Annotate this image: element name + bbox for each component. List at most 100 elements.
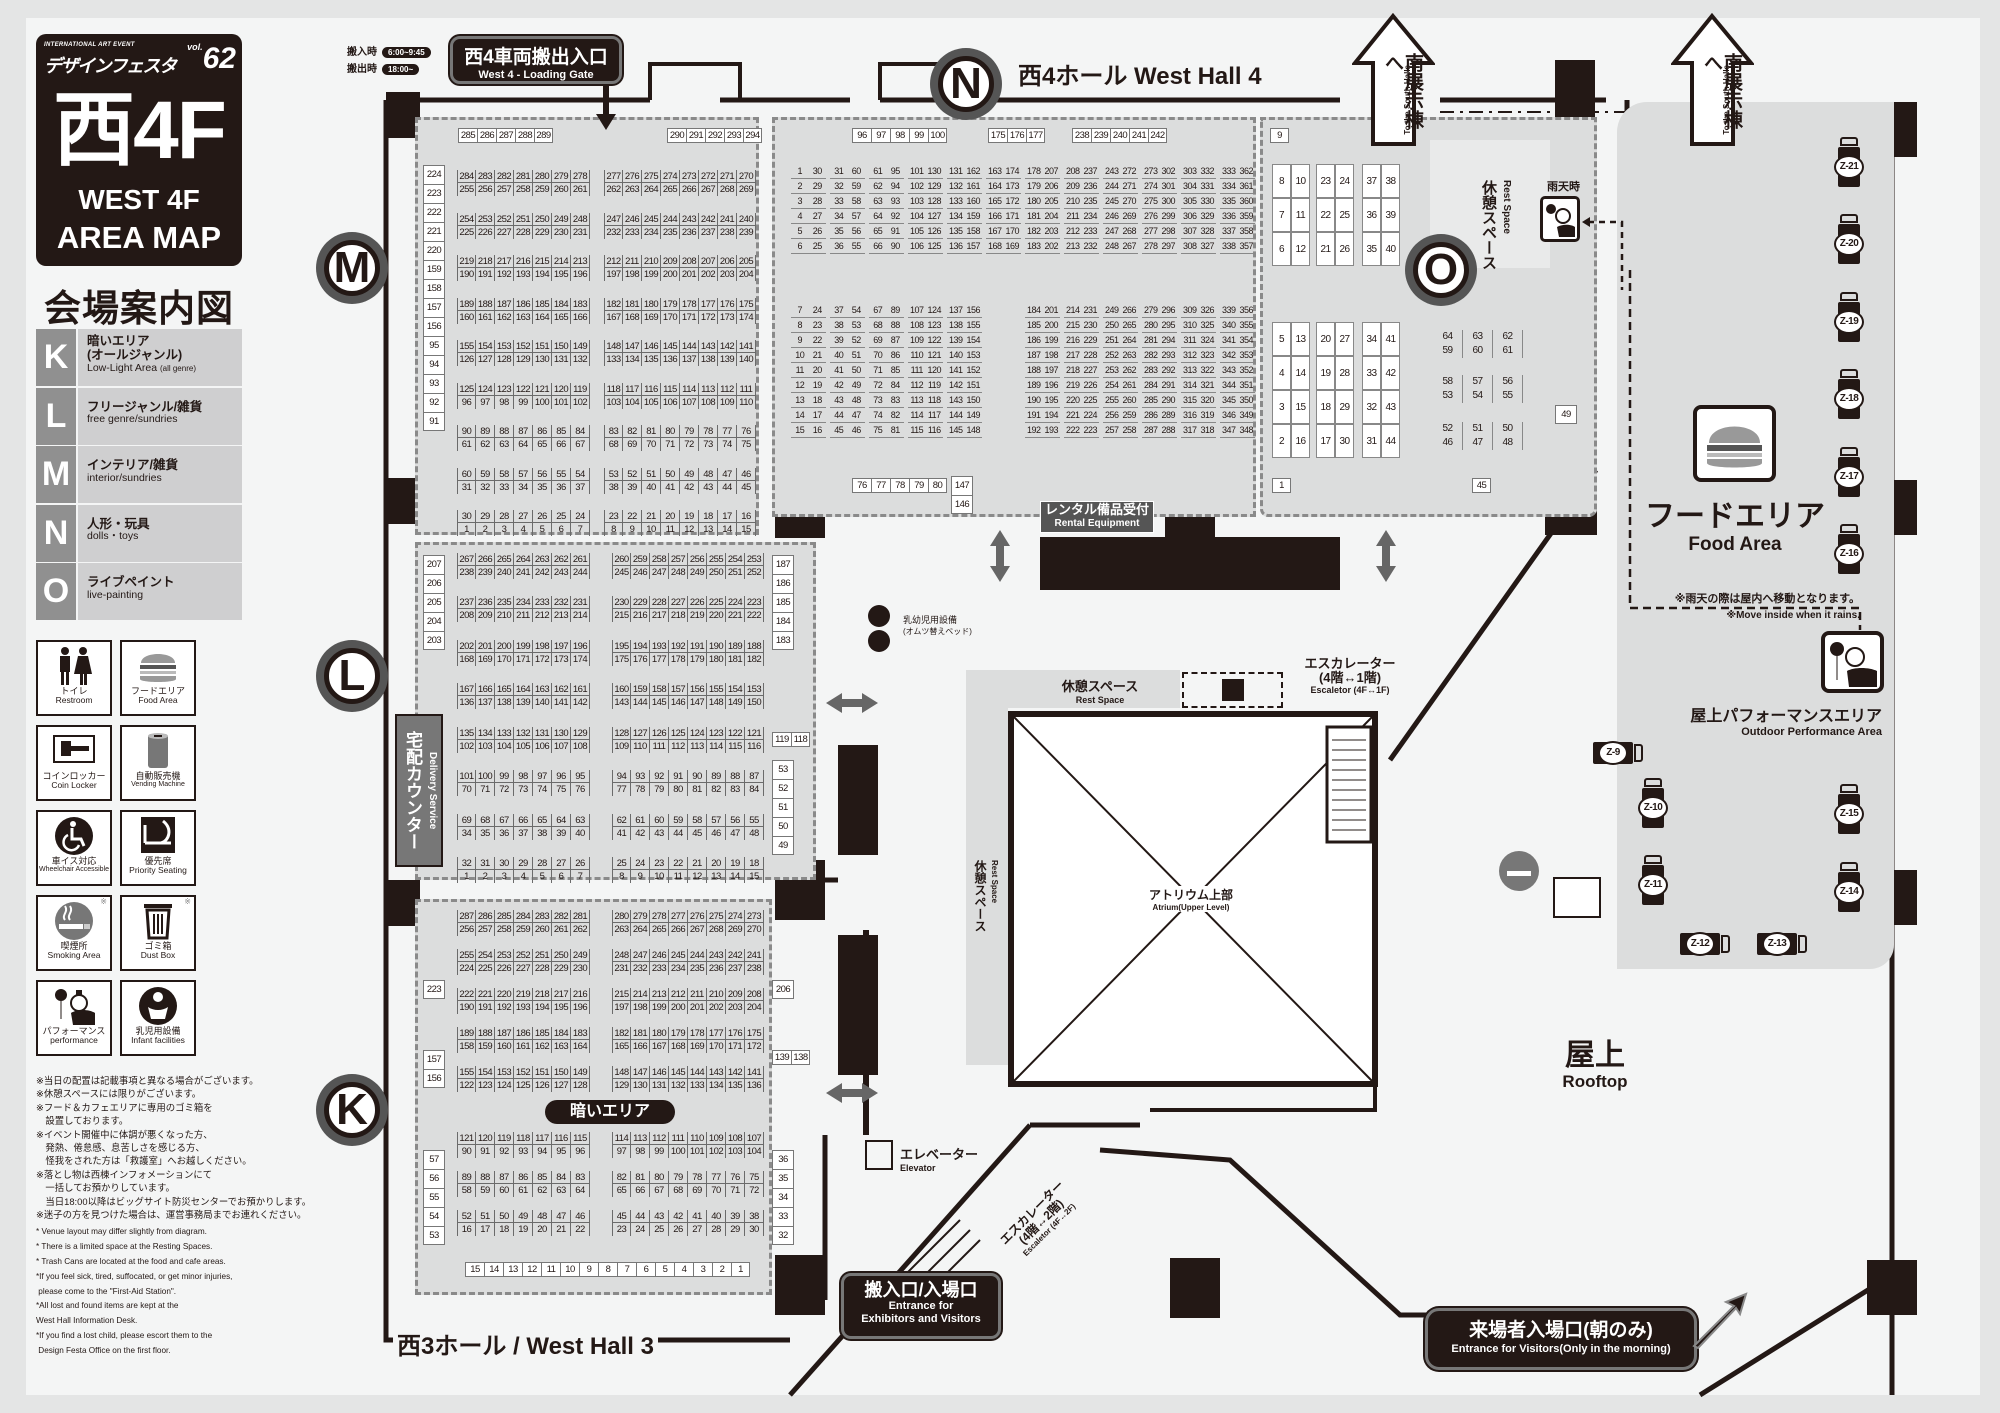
booth[interactable]: 219: [1064, 378, 1082, 393]
booth[interactable]: 256: [1103, 408, 1121, 423]
delivery-counter[interactable]: 宅配カウンター Delivery Service: [395, 714, 443, 867]
booth[interactable]: 294: [1159, 333, 1177, 348]
booth[interactable]: 227: [669, 596, 688, 610]
booth[interactable]: 186: [514, 1027, 533, 1040]
booth[interactable]: 209: [476, 609, 495, 623]
booth[interactable]: 328: [1198, 224, 1216, 239]
booth[interactable]: 258: [514, 183, 533, 196]
booth[interactable]: 278: [1142, 239, 1160, 254]
booth[interactable]: 83: [886, 393, 904, 408]
booth[interactable]: 135: [457, 726, 476, 740]
booth[interactable]: 59: [476, 1184, 495, 1197]
booth[interactable]: 80: [661, 425, 680, 438]
booth[interactable]: 125: [457, 382, 476, 396]
booth[interactable]: 40: [830, 348, 848, 363]
booth[interactable]: 41: [830, 363, 848, 378]
booth[interactable]: 14: [791, 408, 809, 423]
booth[interactable]: 269: [726, 923, 745, 936]
booth[interactable]: 261: [552, 923, 571, 936]
booth[interactable]: 57: [707, 813, 726, 827]
booth[interactable]: 81: [886, 423, 904, 438]
booth[interactable]: 287: [496, 128, 515, 143]
booth[interactable]: 125: [925, 239, 943, 254]
booth[interactable]: 192: [1025, 423, 1043, 438]
booth[interactable]: 94: [886, 179, 904, 194]
booth[interactable]: 48: [1493, 436, 1523, 450]
booth[interactable]: 12: [688, 869, 707, 883]
booth[interactable]: 152: [514, 340, 533, 353]
booth[interactable]: 16: [808, 423, 826, 438]
booth[interactable]: 245: [669, 949, 688, 962]
booth[interactable]: 140: [533, 696, 552, 710]
booth[interactable]: 126: [457, 353, 476, 366]
booth[interactable]: 15: [1291, 390, 1310, 424]
booth[interactable]: 143: [612, 696, 631, 710]
booth[interactable]: 160: [612, 683, 631, 697]
booth[interactable]: 243: [707, 949, 726, 962]
booth[interactable]: 25: [808, 239, 826, 254]
booth[interactable]: 159: [423, 260, 445, 279]
food-truck[interactable]: Z-9: [1593, 738, 1645, 768]
booth[interactable]: 61: [869, 164, 887, 179]
booth[interactable]: 283: [476, 170, 495, 183]
booth[interactable]: 293: [1159, 348, 1177, 363]
booth[interactable]: 173: [552, 652, 571, 666]
booth[interactable]: 45: [612, 1210, 631, 1223]
booth[interactable]: 167: [604, 310, 623, 324]
booth[interactable]: 178: [669, 652, 688, 666]
booth[interactable]: 7: [617, 1262, 636, 1277]
booth[interactable]: 218: [669, 609, 688, 623]
booth[interactable]: 176: [726, 1027, 745, 1040]
booth[interactable]: 128: [925, 194, 943, 209]
booth[interactable]: 80: [650, 1171, 669, 1184]
booth[interactable]: 88: [495, 425, 514, 438]
booth[interactable]: 274: [726, 910, 745, 923]
booth[interactable]: 315: [1181, 393, 1199, 408]
booth[interactable]: 135: [947, 224, 965, 239]
booth[interactable]: 196: [571, 639, 590, 653]
booth[interactable]: 331: [1198, 179, 1216, 194]
booth[interactable]: 129: [514, 353, 533, 366]
booth[interactable]: 18: [699, 510, 718, 523]
booth[interactable]: 208: [1064, 164, 1082, 179]
booth[interactable]: 153: [964, 348, 982, 363]
booth[interactable]: 164: [514, 683, 533, 697]
booth[interactable]: 19: [514, 1223, 533, 1236]
booth[interactable]: 10: [560, 1262, 579, 1277]
booth[interactable]: 220: [707, 609, 726, 623]
booth[interactable]: 255: [457, 183, 476, 196]
booth[interactable]: 172: [699, 310, 718, 324]
booth[interactable]: 179: [661, 297, 680, 311]
booth[interactable]: 92: [495, 1145, 514, 1158]
booth[interactable]: 76: [737, 425, 756, 438]
booth[interactable]: 24: [571, 510, 590, 523]
booth[interactable]: 15: [737, 523, 756, 536]
booth[interactable]: 144: [688, 1066, 707, 1079]
booth[interactable]: 302: [1159, 164, 1177, 179]
booth[interactable]: 41: [1381, 322, 1400, 356]
booth[interactable]: 8: [598, 1262, 617, 1277]
booth[interactable]: 44: [830, 408, 848, 423]
booth[interactable]: 65: [533, 438, 552, 451]
booth[interactable]: 97: [871, 128, 890, 143]
booth[interactable]: 265: [495, 553, 514, 566]
booth[interactable]: 104: [623, 395, 642, 409]
booth[interactable]: 64: [571, 1184, 590, 1197]
booth[interactable]: 23: [1316, 164, 1335, 198]
booth[interactable]: 98: [495, 395, 514, 409]
booth[interactable]: 17: [1316, 424, 1335, 458]
booth[interactable]: 314: [1181, 378, 1199, 393]
booth[interactable]: 47: [718, 467, 737, 481]
booth[interactable]: 11: [1291, 198, 1310, 232]
booth[interactable]: 181: [623, 297, 642, 311]
booth[interactable]: 3: [495, 523, 514, 536]
booth[interactable]: 34: [772, 1188, 794, 1207]
booth[interactable]: 239: [737, 225, 756, 239]
booth[interactable]: 61: [631, 813, 650, 827]
booth[interactable]: 224: [457, 962, 476, 975]
booth[interactable]: 119: [495, 1132, 514, 1145]
booth[interactable]: 187: [772, 555, 794, 574]
booth[interactable]: 43: [1381, 390, 1400, 424]
booth[interactable]: 51: [1463, 422, 1493, 436]
booth[interactable]: 194: [533, 268, 552, 281]
